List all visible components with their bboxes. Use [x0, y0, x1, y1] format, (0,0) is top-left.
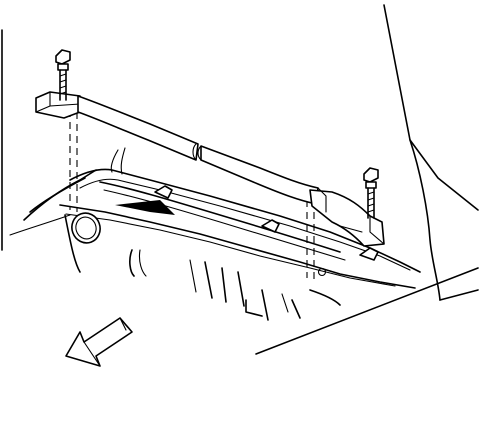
left-mounting-bolt: [55, 49, 71, 101]
cowl-brace-bar: [35, 91, 385, 247]
right-mounting-bolt: [363, 167, 379, 219]
front-direction-arrow-icon: [65, 317, 133, 367]
engine-compartment-lines: [64, 214, 341, 321]
alignment-guides: [69, 110, 327, 282]
cowl-round-cap: [71, 212, 101, 244]
right-body-outline: [255, 4, 479, 355]
